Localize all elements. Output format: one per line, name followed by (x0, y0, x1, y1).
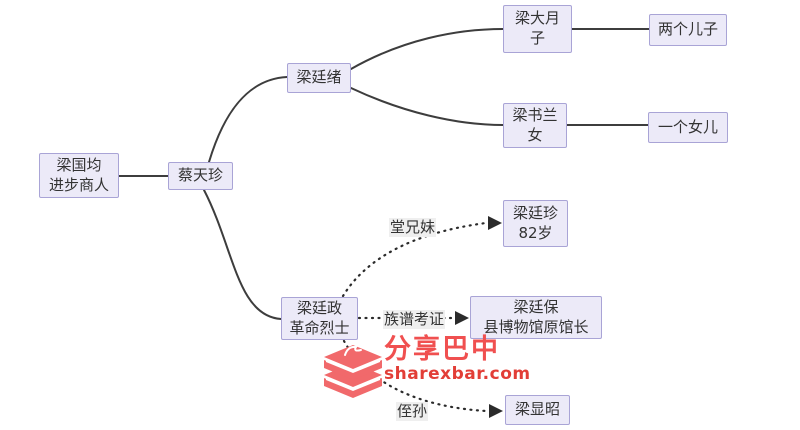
node-text-line: 一个女儿 (657, 117, 718, 136)
edge-label-grandnephew: 侄孙 (396, 402, 429, 421)
watermark-site-name: 分享巴中 (384, 334, 500, 365)
node-text-line: 梁书兰 (512, 105, 558, 124)
node-liang-tingxu: 梁廷绪 (287, 63, 351, 93)
watermark: 分享巴中 sharexbar.com (318, 334, 531, 402)
node-text-line: 进步商人 (48, 175, 109, 194)
node-liang-dayuezi: 梁大月 子 (503, 5, 572, 53)
arrowhead-tingbao (455, 311, 469, 325)
node-text-line: 梁廷珍 (512, 203, 558, 222)
node-text-line: 女 (527, 125, 543, 144)
node-text-line: 蔡天珍 (177, 166, 223, 185)
edge-tingxu-dayuezi (350, 28, 504, 70)
node-text-line: 梁廷绪 (296, 68, 342, 87)
node-text-line: 梁廷政 (296, 298, 342, 317)
node-text-line: 梁廷保 (513, 297, 559, 316)
node-two-sons: 两个儿子 (649, 14, 727, 46)
edge-tingxu-shulan (350, 87, 504, 126)
watermark-site-url: sharexbar.com (384, 364, 531, 384)
stacked-books-logo-icon (324, 345, 382, 398)
node-text-line: 82岁 (518, 223, 553, 242)
node-liang-tingbao: 梁廷保 县博物馆原馆长 (470, 296, 602, 339)
node-text-line: 县博物馆原馆长 (483, 317, 589, 336)
node-text-line: 子 (529, 29, 545, 47)
node-text-line: 梁国均 (56, 155, 102, 174)
edge-tianzhen-tingzheng (203, 189, 282, 320)
node-liang-tingzhen: 梁廷珍 82岁 (503, 200, 568, 247)
node-liang-tingzheng: 梁廷政 革命烈士 (281, 297, 358, 340)
edge-label-genealogy-research: 族谱考证 (383, 310, 446, 329)
node-text-line: 梁显昭 (514, 400, 560, 419)
arrowhead-tingzhen (488, 216, 502, 230)
edge-label-cousins: 堂兄妹 (389, 218, 437, 237)
node-one-daughter: 一个女儿 (648, 112, 728, 143)
node-text-line: 梁大月 (514, 9, 560, 28)
node-liang-xianzhao: 梁显昭 (505, 395, 570, 425)
node-text-line: 革命烈士 (289, 318, 350, 337)
node-liang-guojun: 梁国均 进步商人 (39, 153, 119, 198)
arrowhead-xianzhao (489, 404, 503, 418)
edge-tingzheng-xianzhao (342, 339, 488, 413)
node-liang-shulan: 梁书兰 女 (503, 103, 567, 148)
node-cai-tianzhen: 蔡天珍 (168, 162, 233, 190)
edge-tianzhen-tingxu (208, 76, 288, 163)
node-text-line: 两个儿子 (657, 20, 718, 39)
